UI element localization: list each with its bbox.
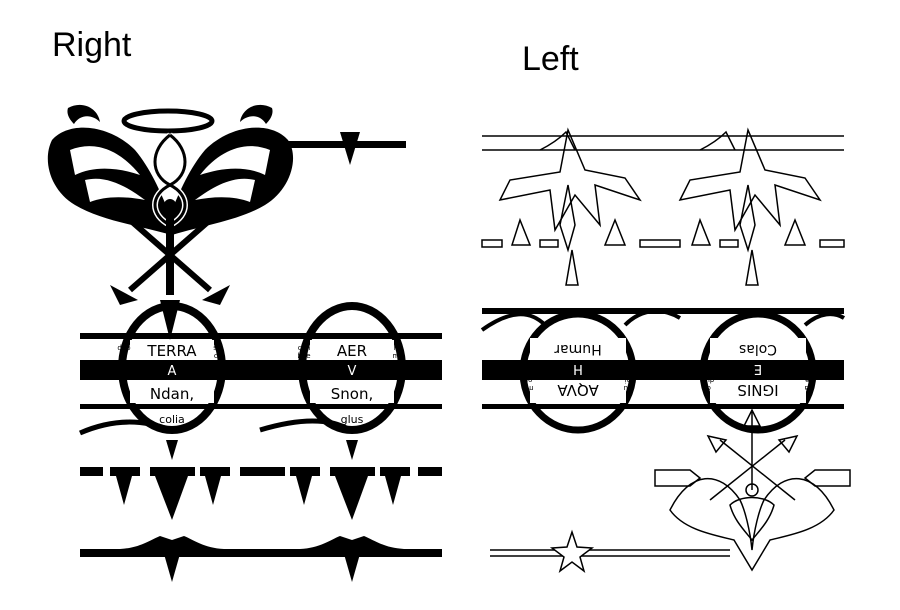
- left-heading: Left: [522, 40, 579, 78]
- left-star-bar: [490, 529, 730, 573]
- left-text-band: Humar H AQVA hu mi, my ob Colas E IGNIS …: [480, 308, 846, 434]
- left-ring-2: [699, 310, 817, 434]
- right-spike-border: [80, 467, 442, 520]
- ring1-bottom-word: colia: [159, 413, 185, 426]
- left-ring1-word: AQVA: [557, 381, 599, 399]
- left-ring2-letter: E: [754, 361, 762, 376]
- ring1-small-left-2: la: [121, 352, 127, 360]
- left-ring2-small-right-1: ci: [705, 384, 711, 392]
- serpent-crest: [47, 104, 406, 340]
- left-ring2-top-word: Colas: [739, 341, 777, 357]
- ring1-small-right-1: sic: [213, 344, 223, 352]
- left-ring1-small-right-1: my: [523, 384, 534, 392]
- ring1-small-left-1: dop: [117, 344, 131, 352]
- left-lightning-border: [481, 127, 845, 286]
- right-ring-1: [118, 302, 226, 434]
- left-outline-crest: [654, 408, 851, 572]
- ring2-word: Snon,: [331, 385, 373, 403]
- ring1-word: Ndan,: [150, 385, 194, 403]
- left-ring1-small-right-2: ob: [523, 376, 532, 384]
- ring2-bottom-word: glus: [341, 413, 364, 426]
- ring2-small-right-2: ma: [392, 352, 403, 360]
- ring2-small-left-2: bue: [297, 352, 310, 360]
- right-ornament-bar: [80, 536, 442, 582]
- left-ring1-letter: H: [573, 361, 583, 376]
- ring1-letter: A: [168, 364, 177, 379]
- left-ring2-word: IGNIS: [737, 381, 778, 399]
- left-ring1-small-left-1: hu: [624, 384, 633, 392]
- ring2-small-right-1: hu: [394, 344, 403, 352]
- left-ring1-small-left-2: mi,: [623, 376, 634, 384]
- right-heading: Right: [52, 26, 132, 64]
- ring2-top-word: AER: [337, 342, 367, 360]
- left-ring1-top-word: Humar: [554, 341, 602, 357]
- left-ring2-small-right-2: dus: [701, 376, 714, 384]
- left-ring-1: [519, 310, 637, 434]
- ring2-letter: V: [348, 364, 357, 379]
- right-ring-2: [298, 302, 406, 434]
- left-ring2-small-left-1: ra: [804, 384, 811, 392]
- right-text-band: TERRA A Ndan, colia dop la sic ca AER V …: [79, 302, 442, 460]
- ring1-small-right-2: ca: [214, 352, 222, 360]
- ring2-small-left-1: cah: [298, 344, 311, 352]
- ring1-top-word: TERRA: [146, 342, 197, 360]
- left-ring2-small-left-2: se,: [803, 376, 813, 384]
